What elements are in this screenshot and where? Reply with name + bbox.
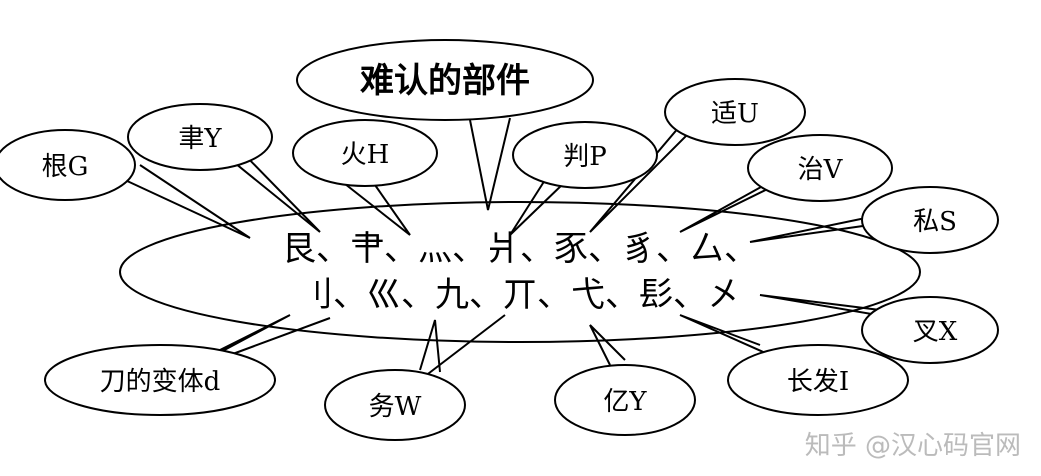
callout: 根G (42, 152, 89, 182)
callout: 亿Y (603, 387, 647, 417)
components-row-1: 艮、肀、灬、爿、豕、豸、厶、 (282, 229, 758, 269)
title-pointer (469, 117, 511, 211)
callout: 治V (798, 155, 844, 185)
components-row-2: 刂、巛、九、丌、弋、髟、㐅 (299, 275, 741, 315)
callout: 火H (341, 140, 390, 170)
callout: 长发I (787, 367, 849, 397)
callout: 聿Y (178, 124, 222, 154)
center-ellipse (119, 201, 921, 343)
callout: 私S (913, 207, 957, 237)
callout: 叉X (913, 317, 958, 347)
callout: 判P (563, 142, 607, 172)
title: 难认的部件 (360, 61, 530, 101)
callout: 务W (369, 392, 422, 422)
callout: 刀的变体d (100, 367, 221, 397)
callout: 适U (711, 99, 759, 129)
watermark: 知乎 @汉心码官网 (804, 431, 1021, 461)
